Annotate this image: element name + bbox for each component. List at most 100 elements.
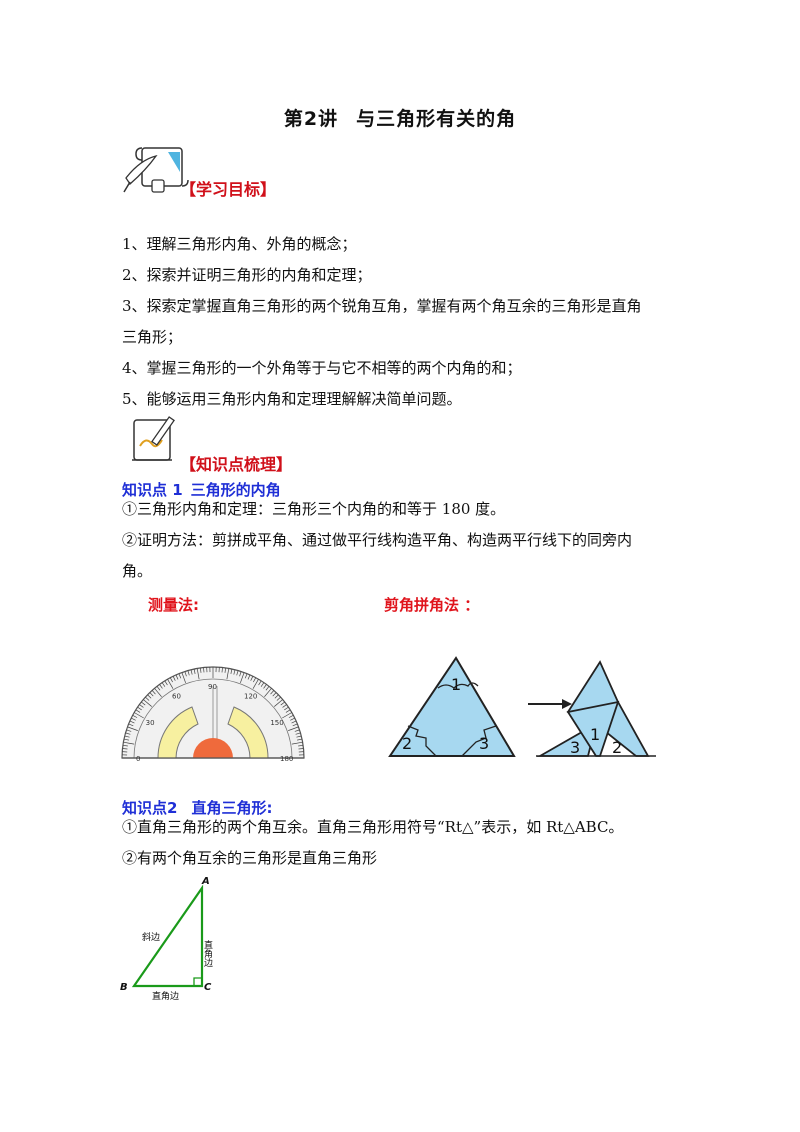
protractor-tick [137, 706, 142, 711]
protractor-tick [154, 688, 162, 697]
kp1-line-2: ②证明方法：剪拼成平角、通过做平行线构造平角、构造两平行线下的同旁内 [122, 531, 633, 549]
protractor-tick [147, 694, 152, 699]
protractor-tick-label: 0 [136, 755, 140, 763]
vertical-leg-label: 直角边 [202, 939, 213, 968]
protractor-tick [149, 692, 154, 697]
protractor-tick [226, 668, 230, 680]
protractor-tick [169, 677, 173, 683]
kp1-title: 三角形的内角 [190, 481, 281, 499]
protractor-tick [199, 667, 202, 673]
protractor-tick [280, 701, 285, 706]
protractor-tick [288, 726, 299, 731]
protractor-tick [143, 699, 152, 707]
protractor-tick [240, 672, 245, 683]
objective-2: 2、探索并证明三角形的内角和定理； [122, 266, 372, 284]
protractor-tick [230, 668, 233, 674]
protractor-tick [161, 682, 166, 687]
hypotenuse-label: 斜边 [142, 931, 160, 943]
protractor-tick [284, 706, 289, 711]
protractor-tick [260, 682, 265, 687]
protractor-tick [187, 670, 190, 676]
angle-label-1: 1 [451, 675, 461, 694]
protractor-tick [253, 677, 257, 683]
angle-label-3: 3 [479, 734, 489, 753]
protractor-tick [129, 720, 135, 724]
protractor-tick-label: 120 [244, 693, 257, 701]
protractor-tick [247, 674, 251, 680]
protractor-tick [164, 680, 168, 686]
cut-angles-diagram: 1 2 3 3 1 2 [388, 656, 656, 757]
vertex-a: A [201, 876, 210, 887]
angle-label-2: 2 [402, 734, 412, 753]
page-title: 第2讲与三角形有关的角 [0, 104, 800, 131]
knowledge-heading: 【知识点梳理】 [180, 455, 293, 474]
protractor-tick [178, 673, 182, 679]
protractor-tick [274, 694, 279, 699]
protractor-tick [151, 690, 156, 695]
vertex-c: C [204, 982, 212, 993]
arranged-label-3: 3 [570, 738, 580, 757]
protractor-tick-label: 180 [280, 755, 293, 763]
protractor-tick [126, 729, 132, 732]
protractor-tick [131, 717, 136, 721]
protractor-tick [122, 748, 128, 750]
objective-4: 4、掌握三角形的一个外角等于与它不相等的两个内角的和； [122, 359, 522, 377]
lecture-topic: 与三角形有关的角 [356, 108, 517, 130]
protractor-tick [159, 684, 163, 689]
protractor-tick [167, 679, 174, 689]
protractor-tick [288, 714, 294, 718]
protractor-tick [145, 696, 150, 701]
protractor-tick [141, 701, 146, 706]
protractor-tick [127, 726, 138, 731]
protractor-tick [190, 669, 193, 675]
protractor-tick [224, 667, 227, 673]
protractor-tick [134, 712, 144, 719]
protractor-tick [175, 674, 179, 680]
protractor-tick [282, 704, 287, 708]
kp1-line-3: 角。 [122, 562, 153, 580]
protractor-tick [298, 748, 304, 750]
protractor-tick [276, 696, 281, 701]
protractor-tick [193, 668, 196, 674]
protractor-tick [233, 669, 236, 675]
right-triangle-diagram: A B C 斜边 直角边 直角边 [120, 876, 213, 1002]
protractor-tick [274, 699, 283, 707]
protractor-tick [282, 712, 292, 719]
objective-3: 3、探索定掌握直角三角形的两个锐角互角，掌握有两个角互余的三角形是直角 [122, 297, 642, 315]
cut-method-label: 剪角拼角法 ： [384, 596, 480, 614]
kp2-line-2: ②有两个角互余的三角形是直角三角形 [122, 849, 378, 867]
protractor-tick [265, 686, 270, 691]
protractor-tick [290, 717, 295, 721]
protractor-tick [250, 676, 254, 681]
protractor-tick [123, 738, 129, 741]
protractor-tick [236, 670, 239, 676]
protractor-tick-label: 30 [146, 719, 155, 727]
protractor-tick [297, 738, 303, 741]
protractor-tick-label: 60 [172, 693, 181, 701]
protractor-tick [296, 735, 302, 738]
protractor-tick [124, 735, 130, 738]
protractor-tick [291, 741, 303, 745]
protractor-tick [298, 744, 304, 747]
objective-3-cont: 三角形； [122, 328, 183, 346]
protractor-tick [244, 673, 248, 679]
notepad-pencil-icon [132, 416, 175, 461]
protractor-tick [292, 723, 298, 727]
protractor-tick [291, 720, 297, 724]
protractor-tick [203, 667, 205, 673]
horizontal-leg-label: 直角边 [152, 990, 179, 1002]
protractor-tick [258, 680, 262, 686]
protractor-tick [139, 704, 144, 708]
protractor-tick [252, 679, 259, 689]
protractor-tick [294, 729, 300, 732]
kp2-title: 直角三角形: [191, 799, 273, 817]
protractor-tick [156, 686, 161, 691]
protractor-tick [135, 709, 141, 713]
protractor-tick [270, 690, 275, 695]
protractor-tick [221, 667, 223, 673]
protractor-tick [122, 744, 128, 747]
protractor-tick-label: 90 [208, 683, 217, 691]
